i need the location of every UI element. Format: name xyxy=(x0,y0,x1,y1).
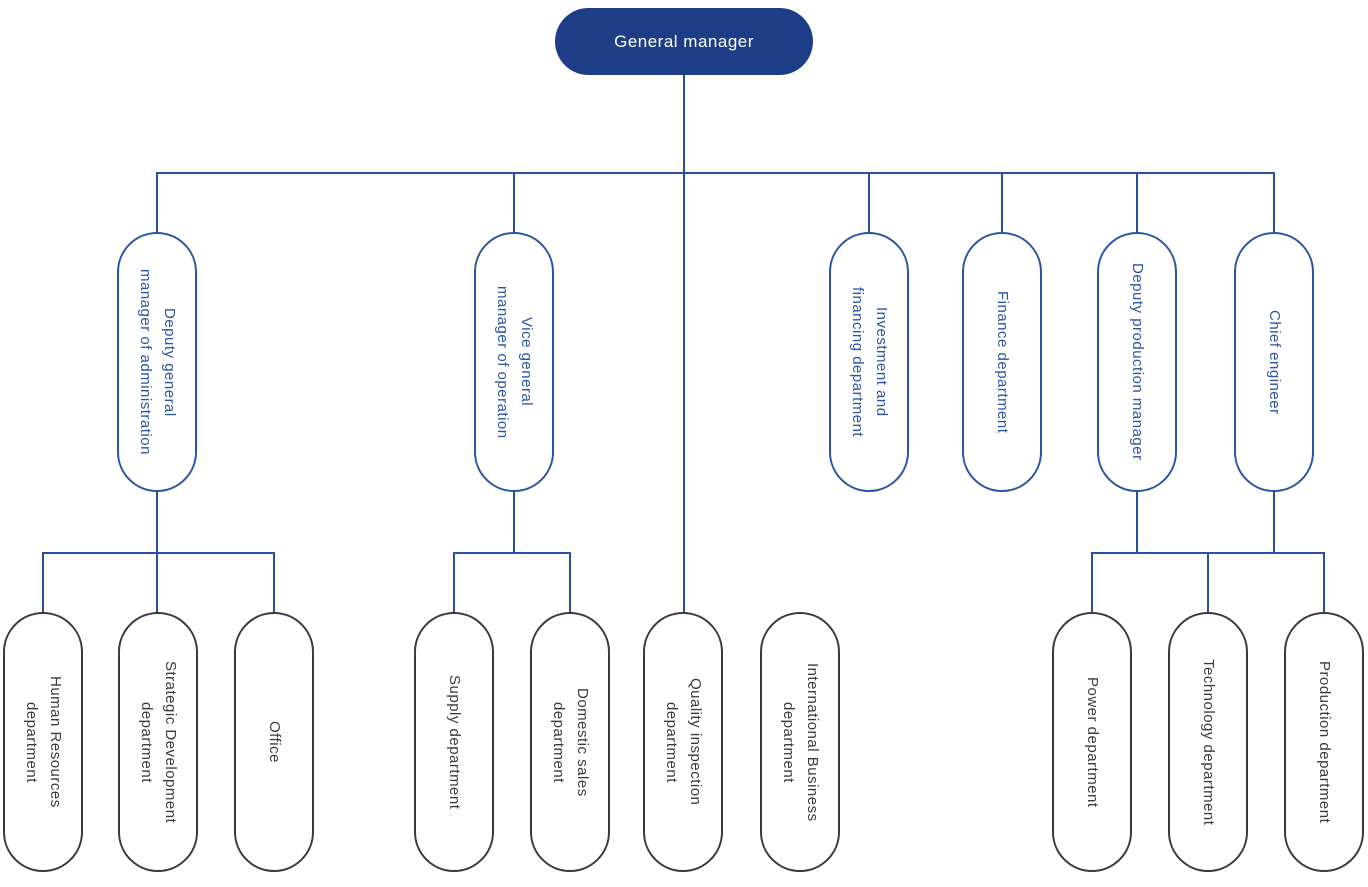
connector-drop-production xyxy=(1323,552,1325,614)
node-supply-department: Supply department xyxy=(414,612,494,872)
node-power-department-label: Power department xyxy=(1084,676,1101,808)
node-technology-department: Technology department xyxy=(1168,612,1248,872)
connector-trunk-general-manager xyxy=(683,75,685,614)
connector-stem-deputy-production xyxy=(1136,490,1138,554)
connector-drop-strategic-development xyxy=(156,552,158,614)
node-power-department: Power department xyxy=(1052,612,1132,872)
node-international-business-department: International Business department xyxy=(760,612,840,872)
connector-drop-human-resources xyxy=(42,552,44,614)
node-deputy-general-manager-administration: Deputy general manager of administration xyxy=(117,232,197,492)
node-chief-engineer-label: Chief engineer xyxy=(1266,309,1283,415)
node-deputy-general-manager-administration-label: Deputy general manager of administration xyxy=(137,269,178,455)
node-chief-engineer: Chief engineer xyxy=(1234,232,1314,492)
connector-drop-office xyxy=(273,552,275,614)
connector-drop-domestic-sales xyxy=(569,552,571,614)
node-investment-financing-department: Investment and financing department xyxy=(829,232,909,492)
connector-drop-supply xyxy=(453,552,455,614)
node-office: Office xyxy=(234,612,314,872)
connector-rail-operation-group xyxy=(454,552,571,554)
node-finance-department-label: Finance department xyxy=(994,290,1011,434)
node-quality-inspection-department: Quality inspection department xyxy=(643,612,723,872)
connector-stem-deputy-admin xyxy=(156,490,158,554)
node-deputy-production-manager: Deputy production manager xyxy=(1097,232,1177,492)
node-quality-inspection-department-label: Quality inspection department xyxy=(663,678,704,806)
connector-drop-deputy-production xyxy=(1136,172,1138,234)
connector-drop-power xyxy=(1091,552,1093,614)
connector-drop-deputy-admin xyxy=(156,172,158,234)
connector-stem-vice-general xyxy=(513,490,515,554)
connector-drop-technology xyxy=(1207,552,1209,614)
connector-rail-level2 xyxy=(157,172,1275,174)
connector-drop-chief-engineer xyxy=(1273,172,1275,234)
node-deputy-production-manager-label: Deputy production manager xyxy=(1129,263,1146,461)
node-international-business-department-label: International Business department xyxy=(780,662,821,822)
node-domestic-sales-department-label: Domestic sales department xyxy=(550,687,591,797)
node-human-resources-department-label: Human Resources department xyxy=(23,676,64,808)
node-strategic-development-department-label: Strategic Development department xyxy=(138,660,179,824)
connector-rail-admin-group xyxy=(43,552,275,554)
connector-stem-chief-engineer xyxy=(1273,490,1275,554)
node-domestic-sales-department: Domestic sales department xyxy=(530,612,610,872)
node-strategic-development-department: Strategic Development department xyxy=(118,612,198,872)
node-investment-financing-department-label: Investment and financing department xyxy=(849,286,890,438)
node-supply-department-label: Supply department xyxy=(446,674,463,810)
node-production-department-label: Production department xyxy=(1316,660,1333,824)
node-human-resources-department: Human Resources department xyxy=(3,612,83,872)
node-production-department: Production department xyxy=(1284,612,1364,872)
node-office-label: Office xyxy=(266,721,283,763)
node-finance-department: Finance department xyxy=(962,232,1042,492)
node-general-manager: General manager xyxy=(555,8,813,75)
connector-drop-investment xyxy=(868,172,870,234)
node-general-manager-label: General manager xyxy=(614,31,754,51)
connector-drop-finance xyxy=(1001,172,1003,234)
node-vice-general-manager-operation-label: Vice general manager of operation xyxy=(494,285,535,439)
node-technology-department-label: Technology department xyxy=(1200,658,1217,826)
connector-drop-vice-general xyxy=(513,172,515,234)
node-vice-general-manager-operation: Vice general manager of operation xyxy=(474,232,554,492)
